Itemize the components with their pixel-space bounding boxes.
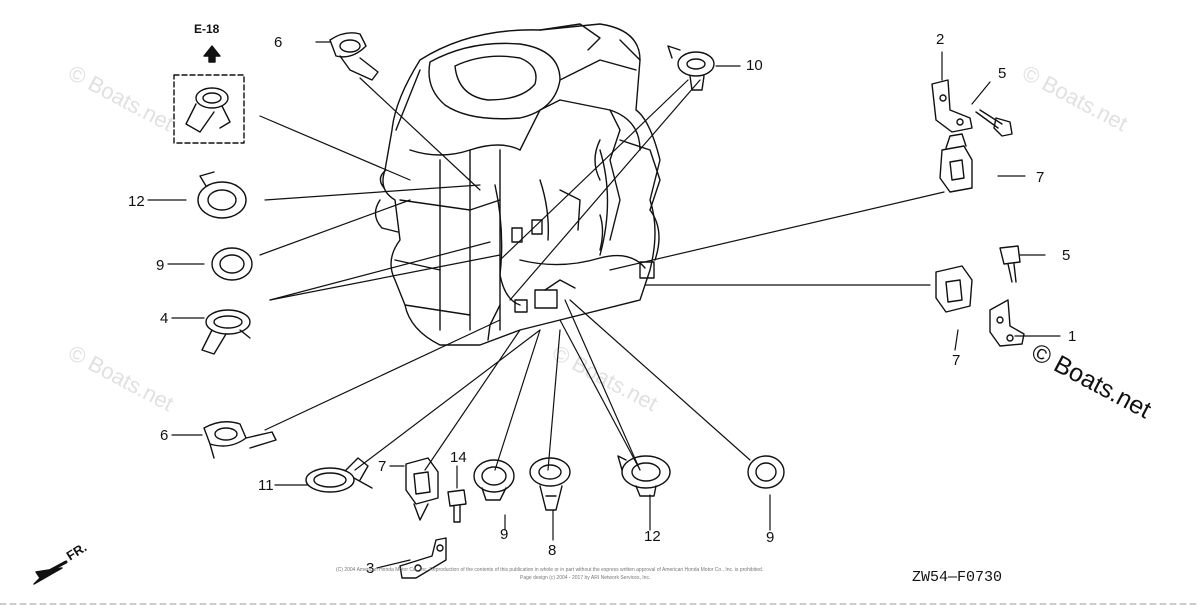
- part-1-bracket: [989, 299, 1025, 347]
- part-9-ring-left: [211, 247, 253, 281]
- part-4-band-clamp: [201, 309, 251, 355]
- callout-9: 9: [500, 526, 509, 543]
- diagram-code: ZW54—F0730: [912, 569, 1003, 586]
- callout-7: 7: [952, 352, 961, 369]
- part-9-ring-bottom: [473, 459, 515, 501]
- callout-3: 3: [366, 560, 375, 577]
- part-10-clip: [667, 45, 715, 91]
- reference-arrow: [203, 45, 221, 63]
- part-7-clip-top: [939, 133, 973, 193]
- part-12-clamp-left: [197, 171, 247, 219]
- callout-12: 12: [128, 193, 145, 210]
- part-12-clamp-bottom: [617, 455, 671, 497]
- callout-12: 12: [644, 528, 661, 545]
- part-3-bracket: [399, 537, 447, 579]
- callout-9: 9: [766, 529, 775, 546]
- part-7-clip-bottom: [405, 457, 439, 521]
- leader-lines: [147, 41, 1061, 569]
- callout-6: 6: [160, 427, 169, 444]
- callout-5: 5: [1062, 247, 1071, 264]
- copyright-line: Page design (c) 2004 - 2017 by ARI Netwo…: [520, 575, 651, 581]
- engine-block-illustration: [374, 23, 661, 346]
- callout-11: 11: [258, 477, 274, 494]
- part-5-bolt-top: [975, 109, 1013, 137]
- part-11-clip: [305, 457, 373, 493]
- callout-4: 4: [160, 310, 169, 327]
- inset-clamp-part: [185, 87, 231, 133]
- reference-inset-box: [173, 74, 245, 144]
- part-9-ring-right: [747, 455, 785, 489]
- part-5-bolt-right: [999, 245, 1021, 283]
- part-6-clamp-top: [329, 32, 379, 81]
- callout-14: 14: [450, 449, 467, 466]
- callout-1: 1: [1068, 328, 1077, 345]
- reference-label: E-18: [194, 22, 220, 36]
- callout-5: 5: [998, 65, 1007, 82]
- part-14-bolt: [447, 489, 467, 523]
- callout-9: 9: [156, 257, 165, 274]
- part-7-clip-middle: [935, 265, 973, 313]
- part-2-bracket: [931, 79, 973, 133]
- callout-8: 8: [548, 542, 557, 559]
- front-direction-arrow: [33, 560, 68, 585]
- callout-7: 7: [378, 458, 387, 475]
- callout-10: 10: [746, 57, 763, 74]
- part-6-clamp-bottom: [203, 421, 277, 459]
- copyright-line: (C) 2004 American Honda Motor Co., Inc. …: [336, 567, 764, 573]
- callout-7: 7: [1036, 169, 1045, 186]
- callout-6: 6: [274, 34, 283, 51]
- part-8-clip: [529, 457, 571, 511]
- callout-2: 2: [936, 31, 945, 48]
